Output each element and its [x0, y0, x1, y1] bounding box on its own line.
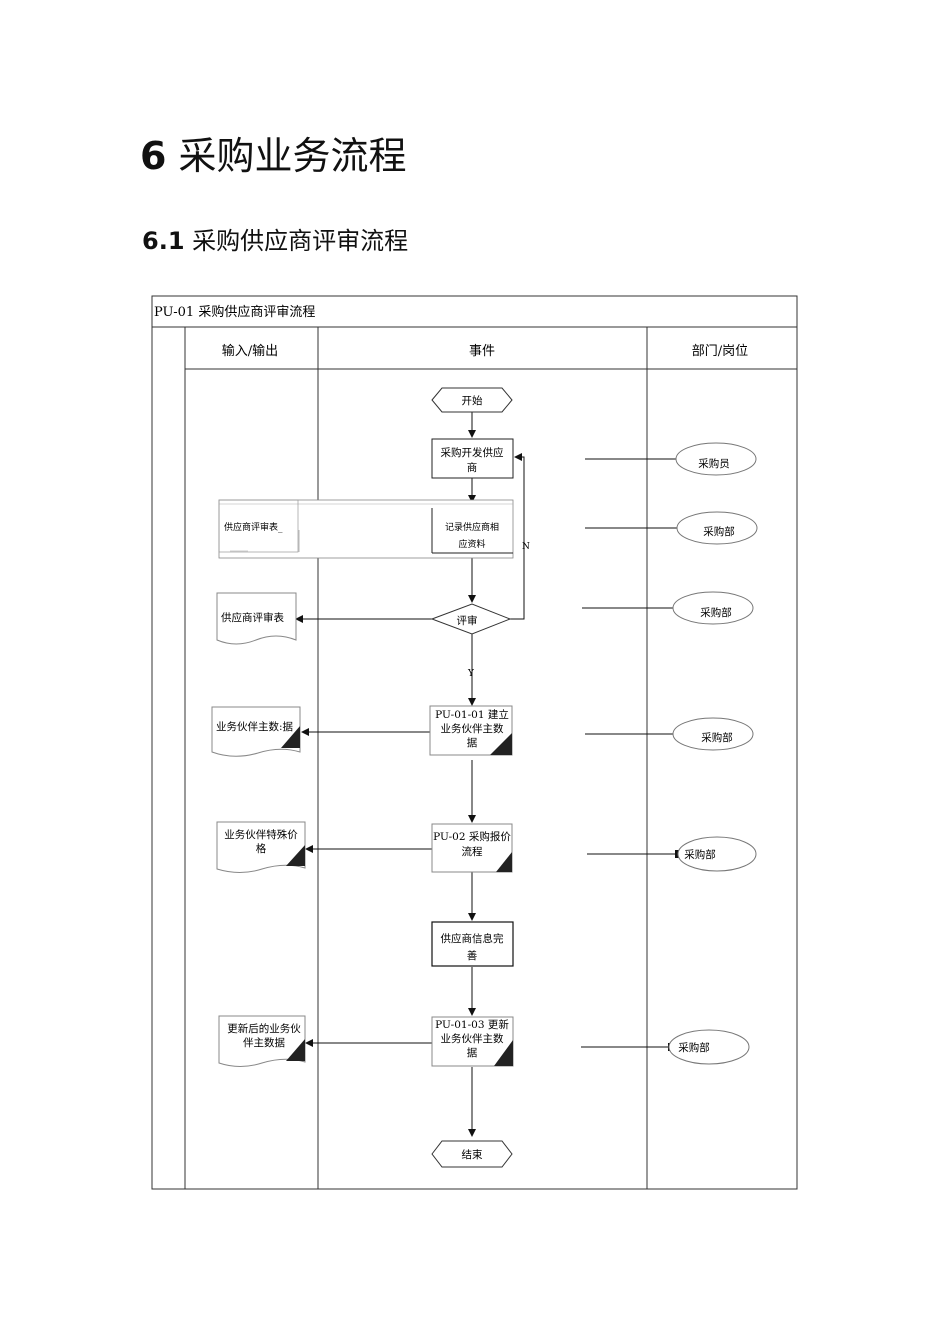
process-develop-supplier: 采购开发供应 商 [431, 438, 514, 479]
section-number: 6 [140, 134, 167, 178]
process-label: PU-02 采购报价 [433, 830, 511, 843]
process-label: 据 [467, 1046, 478, 1059]
document-label: 业务伙伴特殊价 [224, 828, 298, 841]
swimlane-table [151, 295, 798, 1190]
process-label: 善 [467, 949, 478, 962]
table-title: PU-01 采购供应商评审流程 [154, 304, 315, 320]
process-label: 流程 [462, 845, 483, 858]
role-purchasing-dept: 采购部 [677, 836, 757, 872]
process-label: 供应商信息完 [441, 932, 504, 945]
role-purchasing-dept: 采购部 [672, 717, 754, 751]
document-label: 业务伙伴主数:据 [216, 720, 294, 733]
column-header-dept: 部门/岗位 [692, 344, 748, 359]
process-label: 应资料 [458, 538, 485, 550]
role-label: 采购部 [701, 731, 733, 744]
column-header-io: 输入/输出 [222, 343, 278, 359]
role-label: 采购部 [700, 606, 732, 619]
role-label: 采购部 [703, 525, 735, 538]
role-purchasing-dept: 采购部 [672, 591, 754, 625]
section-title: 采购业务流程 [178, 134, 407, 178]
process-label: 业务伙伴主数 [441, 722, 504, 735]
role-buyer: 采购员 [675, 442, 757, 476]
role-purchasing-dept: 采购部 [668, 1029, 750, 1065]
role-label: 采购部 [678, 1041, 710, 1054]
process-label: 记录供应商相 [445, 521, 499, 533]
end-label: 结束 [462, 1148, 483, 1161]
section-heading: 6 采购业务流程 [140, 132, 407, 180]
document-label: 供应商评审表 [221, 611, 284, 624]
subsection-number: 6.1 [142, 227, 185, 255]
record-info-group: 供应商评审表_ 记录供应商相 应资料 [218, 499, 514, 559]
end-terminal: 结束 [431, 1140, 513, 1168]
start-terminal: 开始 [431, 387, 513, 413]
branch-label-yes: Y [467, 669, 475, 679]
document-label: 格 [256, 842, 267, 855]
process-label: PU-01-01 建立 [435, 708, 509, 721]
process-label: 采购开发供应 [441, 446, 504, 459]
document-label: 更新后的业务伙 [227, 1022, 301, 1035]
decision-review: 评审 [430, 603, 512, 635]
document-partner-master: 业务伙伴主数:据 [211, 706, 301, 757]
document-updated-partner: 更新后的业务伙 伴主数据 [218, 1015, 306, 1067]
flow-connectors [295, 411, 680, 1137]
role-purchasing-dept: 采购部 [676, 511, 758, 545]
process-quote: PU-02 采购报价 流程 [431, 823, 513, 873]
role-label: 采购员 [698, 457, 730, 470]
start-label: 开始 [462, 394, 483, 407]
process-label: PU-01-03 更新 [435, 1018, 509, 1031]
process-label: 商 [467, 461, 478, 474]
document-label: 供应商评审表_ [224, 521, 283, 533]
decision-label: 评审 [457, 614, 478, 627]
role-label: 采购部 [684, 848, 716, 861]
branch-label-no: N [522, 542, 530, 552]
document-partner-price: 业务伙伴特殊价 格 [216, 821, 306, 873]
process-create-master-data: PU-01-01 建立 业务伙伴主数 据 [429, 705, 513, 756]
subsection-heading: 6.1 采购供应商评审流程 [142, 224, 408, 258]
column-header-events: 事件 [469, 344, 495, 359]
process-info-complete: 供应商信息完 善 [431, 921, 514, 967]
subsection-title: 采购供应商评审流程 [192, 227, 409, 255]
process-label: 业务伙伴主数 [441, 1032, 504, 1045]
process-update-master-data: PU-01-03 更新 业务伙伴主数 据 [431, 1016, 514, 1067]
document-eval-form: 供应商评审表 [216, 592, 297, 645]
document-label: 伴主数据 [243, 1036, 285, 1049]
process-label: 据 [467, 736, 478, 749]
